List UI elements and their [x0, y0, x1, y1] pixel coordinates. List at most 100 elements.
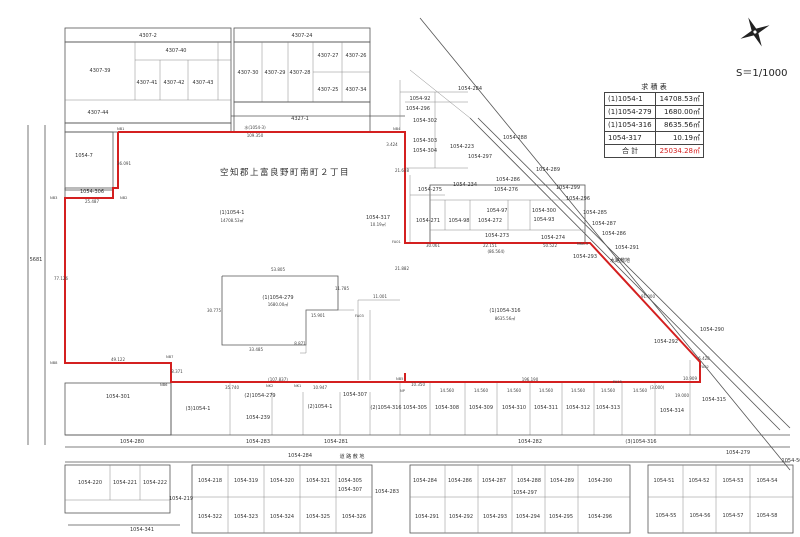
label: 1054-312 [566, 405, 590, 411]
label: 4307-28 [290, 70, 311, 76]
table-row: 1054-317 10.19㎡ [603, 131, 704, 145]
label: 1054-286 [448, 478, 472, 484]
label: (2)1054-316 [370, 405, 401, 411]
label: 1054-283 [246, 439, 270, 445]
label: 1054-282 [518, 439, 542, 445]
scale-label: S＝1/1000 [736, 68, 788, 79]
left-edge [27, 125, 172, 445]
dimension: 30.061 [426, 243, 440, 248]
label: 4307-34 [346, 87, 367, 93]
label: 1054-288 [517, 478, 541, 484]
label: 1054-294 [516, 514, 540, 520]
label: 1054-280 [120, 439, 144, 445]
bottom-blocks [64, 464, 794, 534]
lot-cell: (1)1054-316 [603, 118, 657, 132]
dimension: 14.560 [633, 388, 647, 393]
table-row: (1)1054-1 14708.53㎡ [603, 92, 704, 106]
lot-cell: (1)1054-1 [603, 92, 657, 106]
label: 4307-24 [292, 33, 313, 39]
label: 1054-58 [757, 513, 778, 519]
point-label: NB3 [50, 196, 57, 200]
dimension: 3.424 [386, 142, 398, 147]
dimension: 36.091 [117, 161, 131, 166]
area-table: (1)1054-1 14708.53㎡ (1)1054-279 1680.00㎡… [603, 92, 704, 158]
dimension: 11.001 [373, 294, 387, 299]
label: 1054-285 [583, 210, 607, 216]
upper-blocks [64, 27, 468, 169]
label: (2)1054-1 [308, 404, 333, 410]
label: 1054-292 [654, 339, 678, 345]
label: 1054-304 [413, 148, 437, 154]
area-cell: 8635.56㎡ [655, 118, 704, 132]
dimension: 30.775 [207, 308, 221, 313]
label: 1054-293 [483, 514, 507, 520]
label: 1054-289 [550, 478, 574, 484]
label: 1054-319 [234, 478, 258, 484]
label: 1054-284 [288, 453, 312, 459]
label: 1054-53 [723, 478, 744, 484]
dimension: 109.350 [247, 133, 264, 138]
label: 4307-2 [139, 33, 157, 39]
label: 1054-281 [324, 439, 348, 445]
label: 1054-296 [566, 196, 590, 202]
label: 1054-93 [534, 217, 555, 223]
label: 1054-302 [413, 118, 437, 124]
dimension: 35.740 [225, 385, 239, 390]
label: 1054-290 [700, 327, 724, 333]
dimension: 8.371 [171, 369, 183, 374]
label: 1054-276 [494, 187, 518, 193]
table-row: (1)1054-279 1680.00㎡ [603, 105, 704, 119]
table-row: (1)1054-316 8635.56㎡ [603, 118, 704, 132]
dimension: 49.122 [111, 357, 125, 362]
label: 1054-50 [782, 458, 800, 464]
lower-parcels [65, 360, 790, 463]
label: 1054-311 [534, 405, 558, 411]
label: 1054-219 [169, 496, 193, 502]
label: (1)1054-279 [262, 295, 293, 301]
label: 1054-284 [413, 478, 437, 484]
label: 1054-313 [596, 405, 620, 411]
dimension: (3.000) [650, 385, 665, 390]
label: 1054-286 [602, 231, 626, 237]
label: 1054-272 [478, 218, 502, 224]
label: 4307-43 [193, 80, 214, 86]
label: 1054-323 [234, 514, 258, 520]
dimension: 77.126 [54, 276, 68, 281]
label: 1054-221 [113, 480, 137, 486]
label: 1054-303 [413, 138, 437, 144]
label: (3)1054-1 [186, 406, 211, 412]
label: 4307-41 [137, 80, 158, 86]
label: 1054-52 [689, 478, 710, 484]
label: 1054-289 [536, 167, 560, 173]
dimension: 196.190 [522, 377, 539, 382]
label: 1054-321 [306, 478, 330, 484]
label: 1054-239 [246, 415, 270, 421]
dimension: 19.000 [675, 393, 689, 398]
label: 1054-305 [338, 478, 362, 484]
label: (2)1054-279 [244, 393, 275, 399]
area-cell: 14708.53㎡ [655, 92, 704, 106]
label: 1054-320 [270, 478, 294, 484]
dimension: 10.909 [683, 376, 697, 381]
label: (3)1054-316 [625, 439, 656, 445]
label: 1054-275 [418, 187, 442, 193]
dimension: 21.882 [395, 266, 409, 271]
label: 1054-220 [78, 480, 102, 486]
label: 1054-324 [270, 514, 294, 520]
label: 1054-325 [306, 514, 330, 520]
dimension: 14.560 [507, 388, 521, 393]
label: 4307-25 [318, 87, 339, 93]
label: 1054-279 [726, 450, 750, 456]
dimension: 50.522 [543, 243, 557, 248]
label: 1054-314 [660, 408, 684, 414]
label: 1054-273 [485, 233, 509, 239]
label: 道 路 敷 地 [340, 453, 365, 460]
label: 14708.53㎡ [220, 217, 243, 223]
label: 1054-271 [416, 218, 440, 224]
dimension: 10.947 [313, 385, 327, 390]
label: 1680.00㎡ [268, 301, 289, 307]
label: 1054-292 [449, 514, 473, 520]
dimension: 6.428 [698, 356, 710, 361]
dimension: 21.638 [395, 168, 409, 173]
survey-points: NB1 NB2 NB3 NB8 NB7 NB6 NK2 NK1 NP NB5 N… [50, 127, 709, 393]
